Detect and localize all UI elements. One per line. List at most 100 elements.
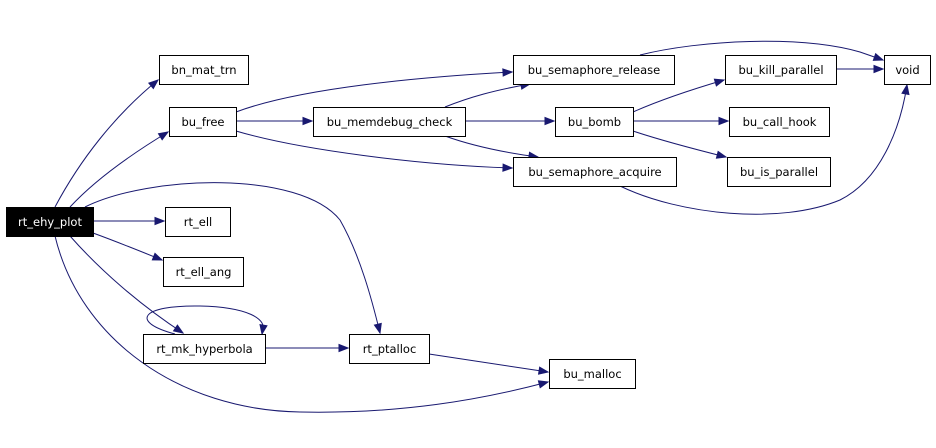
edge-line	[428, 353, 549, 373]
node-label: rt_ptalloc	[363, 342, 417, 356]
arrowhead	[373, 322, 382, 335]
node-bu-is-parallel[interactable]: bu_is_parallel	[727, 157, 831, 187]
node-label: bu_kill_parallel	[738, 63, 823, 77]
edge-line	[69, 235, 184, 334]
node-rt-mk-hyperbola[interactable]: rt_mk_hyperbola	[143, 334, 266, 364]
node-label: bu_semaphore_acquire	[528, 165, 661, 179]
node-box[interactable]	[727, 157, 831, 187]
edge-rt_mk_hyperbola-to-rt_mk_hyperbola	[146, 305, 268, 336]
edge-rt_ehy_plot-to-bu_free	[69, 131, 170, 208]
edge-line	[235, 130, 513, 169]
arrowhead	[537, 380, 550, 389]
edge-line	[632, 79, 725, 113]
edge-bu_bomb-to-bu_is_parallel	[632, 130, 728, 159]
edge-bu_memdebug_check-to-bu_semaphore_release	[444, 81, 532, 108]
node-bu-call-hook[interactable]: bu_call_hook	[729, 107, 830, 137]
node-label: bu_semaphore_release	[528, 63, 661, 77]
node-box[interactable]	[349, 334, 430, 364]
arrowhead	[302, 116, 314, 126]
node-bu-memdebug-check[interactable]: bu_memdebug_check	[313, 107, 466, 137]
edge-line	[444, 83, 531, 108]
node-box[interactable]	[729, 107, 830, 137]
node-label: bn_mat_trn	[171, 63, 236, 77]
node-bu-semaphore-acquire[interactable]: bu_semaphore_acquire	[513, 157, 677, 187]
edge-rt_ptalloc-to-bu_malloc	[428, 353, 550, 375]
edge-line	[632, 130, 727, 158]
node-rt-ell[interactable]: rt_ell	[165, 207, 231, 237]
edge-rt_mk_hyperbola-to-rt_ptalloc	[265, 343, 350, 353]
arrowhead	[544, 116, 556, 126]
edge-bu_semaphore_acquire-to-void	[619, 83, 910, 215]
node-bu-malloc[interactable]: bu_malloc	[549, 359, 636, 389]
edge-rt_ehy_plot-to-rt_ell_ang	[92, 232, 164, 261]
node-label: void	[895, 63, 919, 77]
node-label: bu_is_parallel	[740, 165, 818, 179]
edge-bu_free-to-bu_memdebug_check	[236, 116, 314, 126]
edge-bu_free-to-bu_semaphore_acquire	[235, 130, 514, 172]
arrowhead	[537, 366, 550, 375]
arrowhead	[718, 116, 730, 126]
node-label: bu_malloc	[563, 367, 621, 381]
node-box[interactable]	[159, 55, 249, 85]
arrowhead	[502, 163, 514, 172]
arrowhead	[873, 64, 885, 74]
node-rt-ell-ang[interactable]: rt_ell_ang	[163, 257, 244, 287]
edge-bu_memdebug_check-to-bu_bomb	[465, 116, 556, 126]
node-bu-kill-parallel[interactable]: bu_kill_parallel	[725, 55, 837, 85]
arrowhead	[715, 150, 728, 159]
node-bu-free[interactable]: bu_free	[169, 107, 237, 137]
edge-line	[84, 182, 381, 334]
edge-line	[444, 135, 539, 158]
edge-bu_free-to-bu_semaphore_release	[235, 68, 514, 113]
edge-line	[639, 40, 884, 61]
arrowhead	[901, 83, 910, 96]
edge-bu_memdebug_check-to-bu_semaphore_acquire	[444, 135, 540, 160]
node-label: bu_free	[181, 115, 224, 129]
node-void[interactable]: void	[884, 55, 931, 85]
node-box[interactable]	[165, 207, 231, 237]
edge-rt_ehy_plot-to-bu_malloc	[54, 235, 550, 413]
node-rt-ehy-plot[interactable]: rt_ehy_plot	[6, 207, 94, 237]
arrowhead	[151, 252, 164, 261]
edge-rt_ehy_plot-to-rt_ell	[93, 216, 166, 226]
node-box[interactable]	[725, 55, 837, 85]
node-rt-ptalloc[interactable]: rt_ptalloc	[349, 334, 430, 364]
arrowhead	[172, 324, 185, 334]
nodes-layer: rt_ehy_plot bn_mat_trn bu_free bu_memdebug_…	[6, 55, 931, 389]
edge-rt_ehy_plot-to-rt_mk_hyperbola	[69, 235, 185, 334]
edge-line	[69, 131, 169, 208]
node-box[interactable]	[549, 359, 636, 389]
node-box[interactable]	[169, 107, 237, 137]
node-bu-semaphore-release[interactable]: bu_semaphore_release	[513, 55, 675, 85]
node-bu-bomb[interactable]: bu_bomb	[555, 107, 634, 137]
node-bn-mat-trn[interactable]: bn_mat_trn	[159, 55, 249, 85]
node-label: rt_mk_hyperbola	[156, 342, 252, 356]
arrowhead	[338, 343, 350, 353]
edge-line	[54, 235, 549, 413]
edge-rt_ehy_plot-to-bn_mat_trn	[54, 79, 160, 208]
edge-line	[235, 71, 513, 113]
node-label: rt_ell	[184, 215, 212, 229]
edge-bu_bomb-to-bu_kill_parallel	[632, 78, 726, 113]
arrowhead	[502, 68, 514, 77]
edge-line	[146, 305, 264, 335]
arrowhead	[154, 216, 166, 226]
edge-bu_semaphore_release-to-void	[639, 40, 885, 61]
node-box[interactable]	[163, 257, 244, 287]
arrowhead	[713, 78, 726, 87]
node-box[interactable]	[513, 157, 677, 187]
edge-rt_ehy_plot-to-rt_ptalloc	[84, 182, 382, 335]
node-box[interactable]	[143, 334, 266, 364]
node-box[interactable]	[884, 55, 931, 85]
edge-bu_kill_parallel-to-void	[836, 64, 885, 74]
arrowhead	[157, 131, 170, 141]
node-box[interactable]	[6, 207, 94, 237]
node-label: bu_call_hook	[743, 115, 817, 129]
node-label: rt_ell_ang	[176, 265, 232, 279]
node-box[interactable]	[513, 55, 675, 85]
arrowhead	[147, 79, 160, 90]
edge-line	[54, 79, 159, 208]
node-box[interactable]	[313, 107, 466, 137]
edge-bu_bomb-to-bu_call_hook	[633, 116, 730, 126]
node-box[interactable]	[555, 107, 634, 137]
